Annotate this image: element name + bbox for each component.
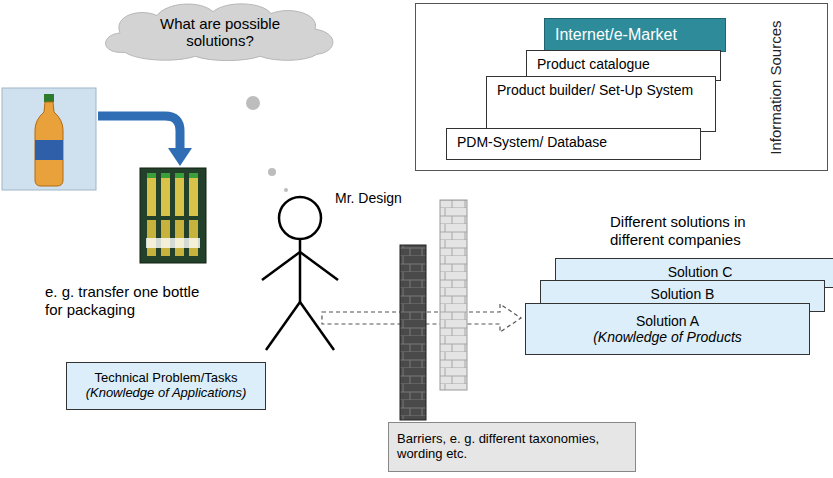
cloud-shape: [106, 4, 333, 61]
transfer-arrow: [98, 116, 192, 166]
node-text: Solution A: [636, 313, 699, 329]
task-box: Technical Problem/Tasks(Knowledge of App…: [66, 362, 266, 410]
brick-walls: [400, 200, 467, 420]
node-text: Information Sources: [767, 18, 784, 158]
node-subtext: (Knowledge of Products: [593, 329, 742, 345]
sources-panel: Information Sources Internet/e-MarketProd…: [415, 3, 828, 171]
person-name: Mr. Design: [335, 190, 445, 207]
stick-figure: [262, 197, 338, 350]
node-text: Solution C: [668, 264, 733, 280]
node-text: Product catalogue: [537, 56, 710, 72]
node-text: Product builder/ Set-Up System: [497, 82, 705, 98]
node-text: Internet/e-Market: [555, 26, 715, 44]
source-box: PDM-System/ Database: [446, 128, 701, 160]
source-box: Product builder/ Set-Up System: [486, 76, 716, 132]
solutions-caption: Different solutions in different compani…: [610, 213, 790, 249]
node-text: Solution B: [651, 286, 715, 302]
node-text: PDM-System/ Database: [457, 134, 690, 150]
crate-photo: [140, 168, 206, 263]
node-subtext: (Knowledge of Applications): [86, 386, 247, 401]
node-text: Barriers, e. g. different taxonomies, wo…: [397, 432, 627, 462]
solution-box: Solution A(Knowledge of Products: [525, 303, 810, 355]
source-box: Internet/e-Market: [544, 18, 726, 52]
node-text: Technical Problem/Tasks: [94, 371, 237, 386]
bottle-photo: [2, 88, 96, 190]
thought-dots: [246, 96, 288, 192]
barrier-note: Barriers, e. g. different taxonomies, wo…: [388, 422, 636, 472]
task-example: e. g. transfer one bottle for packaging: [45, 283, 210, 319]
thought-cloud: What are possible solutions?: [95, 2, 345, 62]
node-text: What are possible solutions?: [140, 15, 300, 50]
